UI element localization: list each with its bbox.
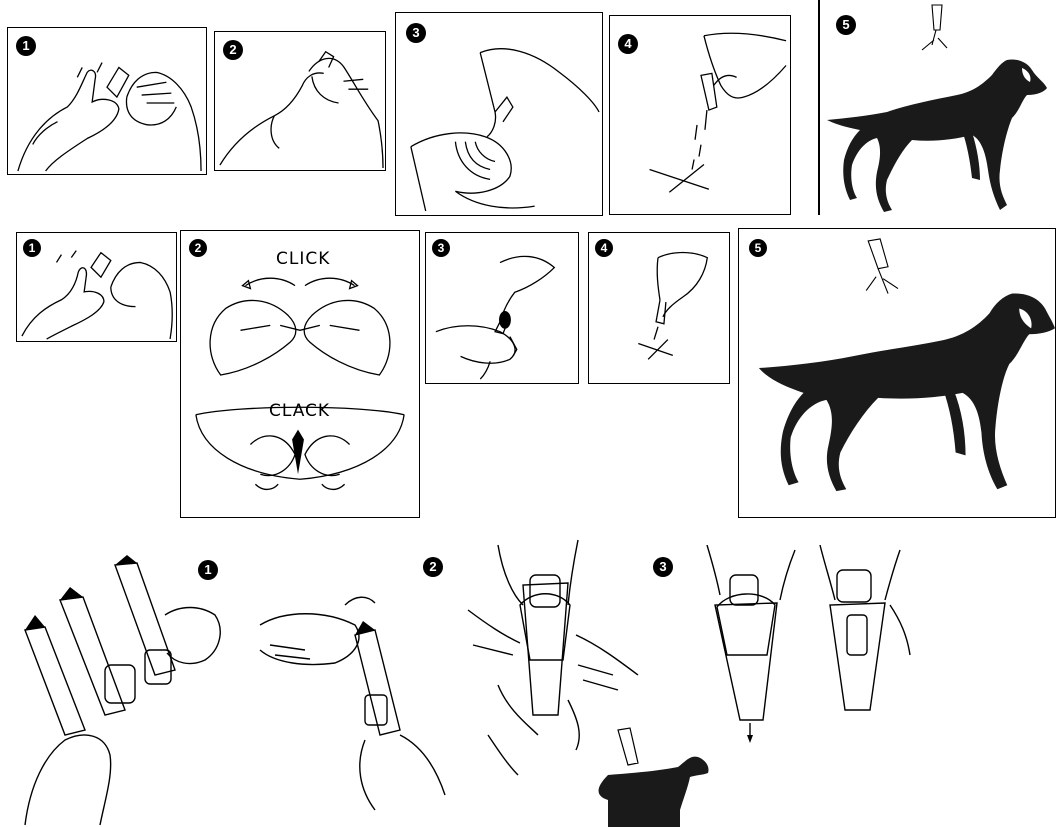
section-divider [818,0,820,215]
hands-snapping-pipette-icon [17,233,176,341]
hand-twisting-cap-icon [215,32,385,170]
row2-step1-panel: 1 [16,232,177,342]
row2-step4-panel: 4 [588,232,730,384]
hand-applying-pipette-icon [610,16,790,214]
hand-applying-pipette-icon [589,233,729,383]
dog-silhouette-icon [822,0,1052,218]
click-arrows-icon [181,231,419,517]
pipette-squeeze-comparison-icon [645,545,915,745]
row2-step5-panel: 5 [738,228,1056,518]
hand-parting-fur-icon [396,13,602,215]
row1-step3-panel: 3 [395,12,603,216]
hand-parting-fur-icon [426,233,578,383]
hands-separating-pipettes-icon [5,555,460,827]
row1-step2-panel: 2 [214,31,386,171]
hands-snapping-pipette-icon [8,28,206,174]
dog-silhouette-icon [739,229,1055,517]
step-number-badge: 2 [423,557,443,577]
row1-step1-panel: 1 [7,27,207,175]
row3-step3-illustration: 3 [645,545,915,745]
row2-step2-panel: 2 CLICK CLACK [180,230,420,518]
row1-step5-dog: 5 [822,0,1052,218]
row1-step4-panel: 4 [609,15,791,215]
row3-step1-illustration: 1 [5,555,460,827]
row2-step3-panel: 3 [425,232,579,384]
